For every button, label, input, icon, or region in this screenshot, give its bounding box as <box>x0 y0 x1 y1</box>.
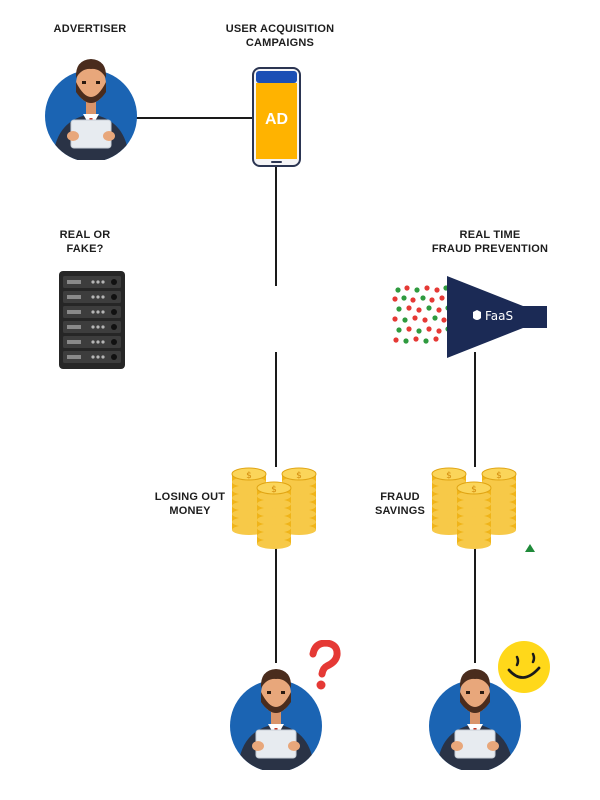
connector-savings-to-user <box>474 545 476 663</box>
real-time-fraud-line1: REAL TIME <box>459 229 521 241</box>
fraud-savings-line2: SAVINGS <box>374 505 426 517</box>
connector-losing-coins-to-user <box>275 545 277 663</box>
coins-losing: $ $ $ <box>228 462 320 550</box>
losing-money-label: LOSING OUT MONEY <box>150 490 230 518</box>
connector-to-losing-coins <box>275 352 277 467</box>
funnel-icon <box>447 276 547 358</box>
svg-text:$: $ <box>471 485 477 495</box>
person-with-tablet-icon <box>429 669 521 770</box>
funnel-label: FaaS <box>485 309 514 323</box>
advertiser-avatar <box>43 48 139 160</box>
connector-advertiser-phone <box>135 117 252 119</box>
phone-screen-text: AD <box>264 111 289 128</box>
user-avatar-losing <box>228 658 324 770</box>
svg-text:$: $ <box>446 471 452 481</box>
ua-campaigns-line1: USER ACQUISITION <box>225 23 335 35</box>
connector-funnel-to-savings <box>474 352 476 467</box>
person-with-tablet-icon <box>230 669 322 770</box>
ua-campaigns-line2: CAMPAIGNS <box>245 37 315 49</box>
fraud-savings-line1: FRAUD <box>380 491 420 503</box>
fraud-savings-label: FRAUD SAVINGS <box>365 490 435 518</box>
real-time-fraud-label: REAL TIME FRAUD PREVENTION <box>420 228 560 256</box>
person-with-tablet-icon <box>45 59 137 160</box>
up-arrow-icon <box>525 544 535 552</box>
coin-stack-icon: $ $ $ <box>231 467 317 549</box>
faas-funnel: FaaS <box>447 276 549 358</box>
svg-text:$: $ <box>296 471 302 481</box>
traffic-dots <box>392 282 452 348</box>
user-avatar-savings <box>427 658 523 770</box>
advertiser-label: ADVERTISER <box>40 22 140 36</box>
server-rack-icon <box>59 271 125 369</box>
svg-text:$: $ <box>271 485 277 495</box>
svg-text:$: $ <box>246 471 252 481</box>
real-or-fake-line1: REAL OR <box>59 229 111 241</box>
losing-money-line2: MONEY <box>169 505 211 517</box>
smiley-face-icon <box>497 640 551 694</box>
real-or-fake-line2: FAKE? <box>66 243 104 255</box>
traffic-dots-icon <box>392 285 451 344</box>
shield-icon <box>473 310 481 320</box>
ua-campaigns-label: USER ACQUISITION CAMPAIGNS <box>215 22 345 50</box>
real-or-fake-label: REAL OR FAKE? <box>45 228 125 256</box>
advertiser-label-text: ADVERTISER <box>53 23 127 35</box>
losing-money-line1: LOSING OUT <box>154 491 226 503</box>
server-rack <box>59 271 125 369</box>
phone-ad: AD <box>252 67 301 167</box>
real-time-fraud-line2: FRAUD PREVENTION <box>431 243 549 255</box>
svg-text:$: $ <box>496 471 502 481</box>
phone-icon <box>252 67 301 167</box>
coins-savings: $ $ $ <box>428 462 520 550</box>
question-mark-icon <box>305 640 343 690</box>
connector-phone-down <box>275 166 277 286</box>
coin-stack-icon: $ $ $ <box>431 467 517 549</box>
